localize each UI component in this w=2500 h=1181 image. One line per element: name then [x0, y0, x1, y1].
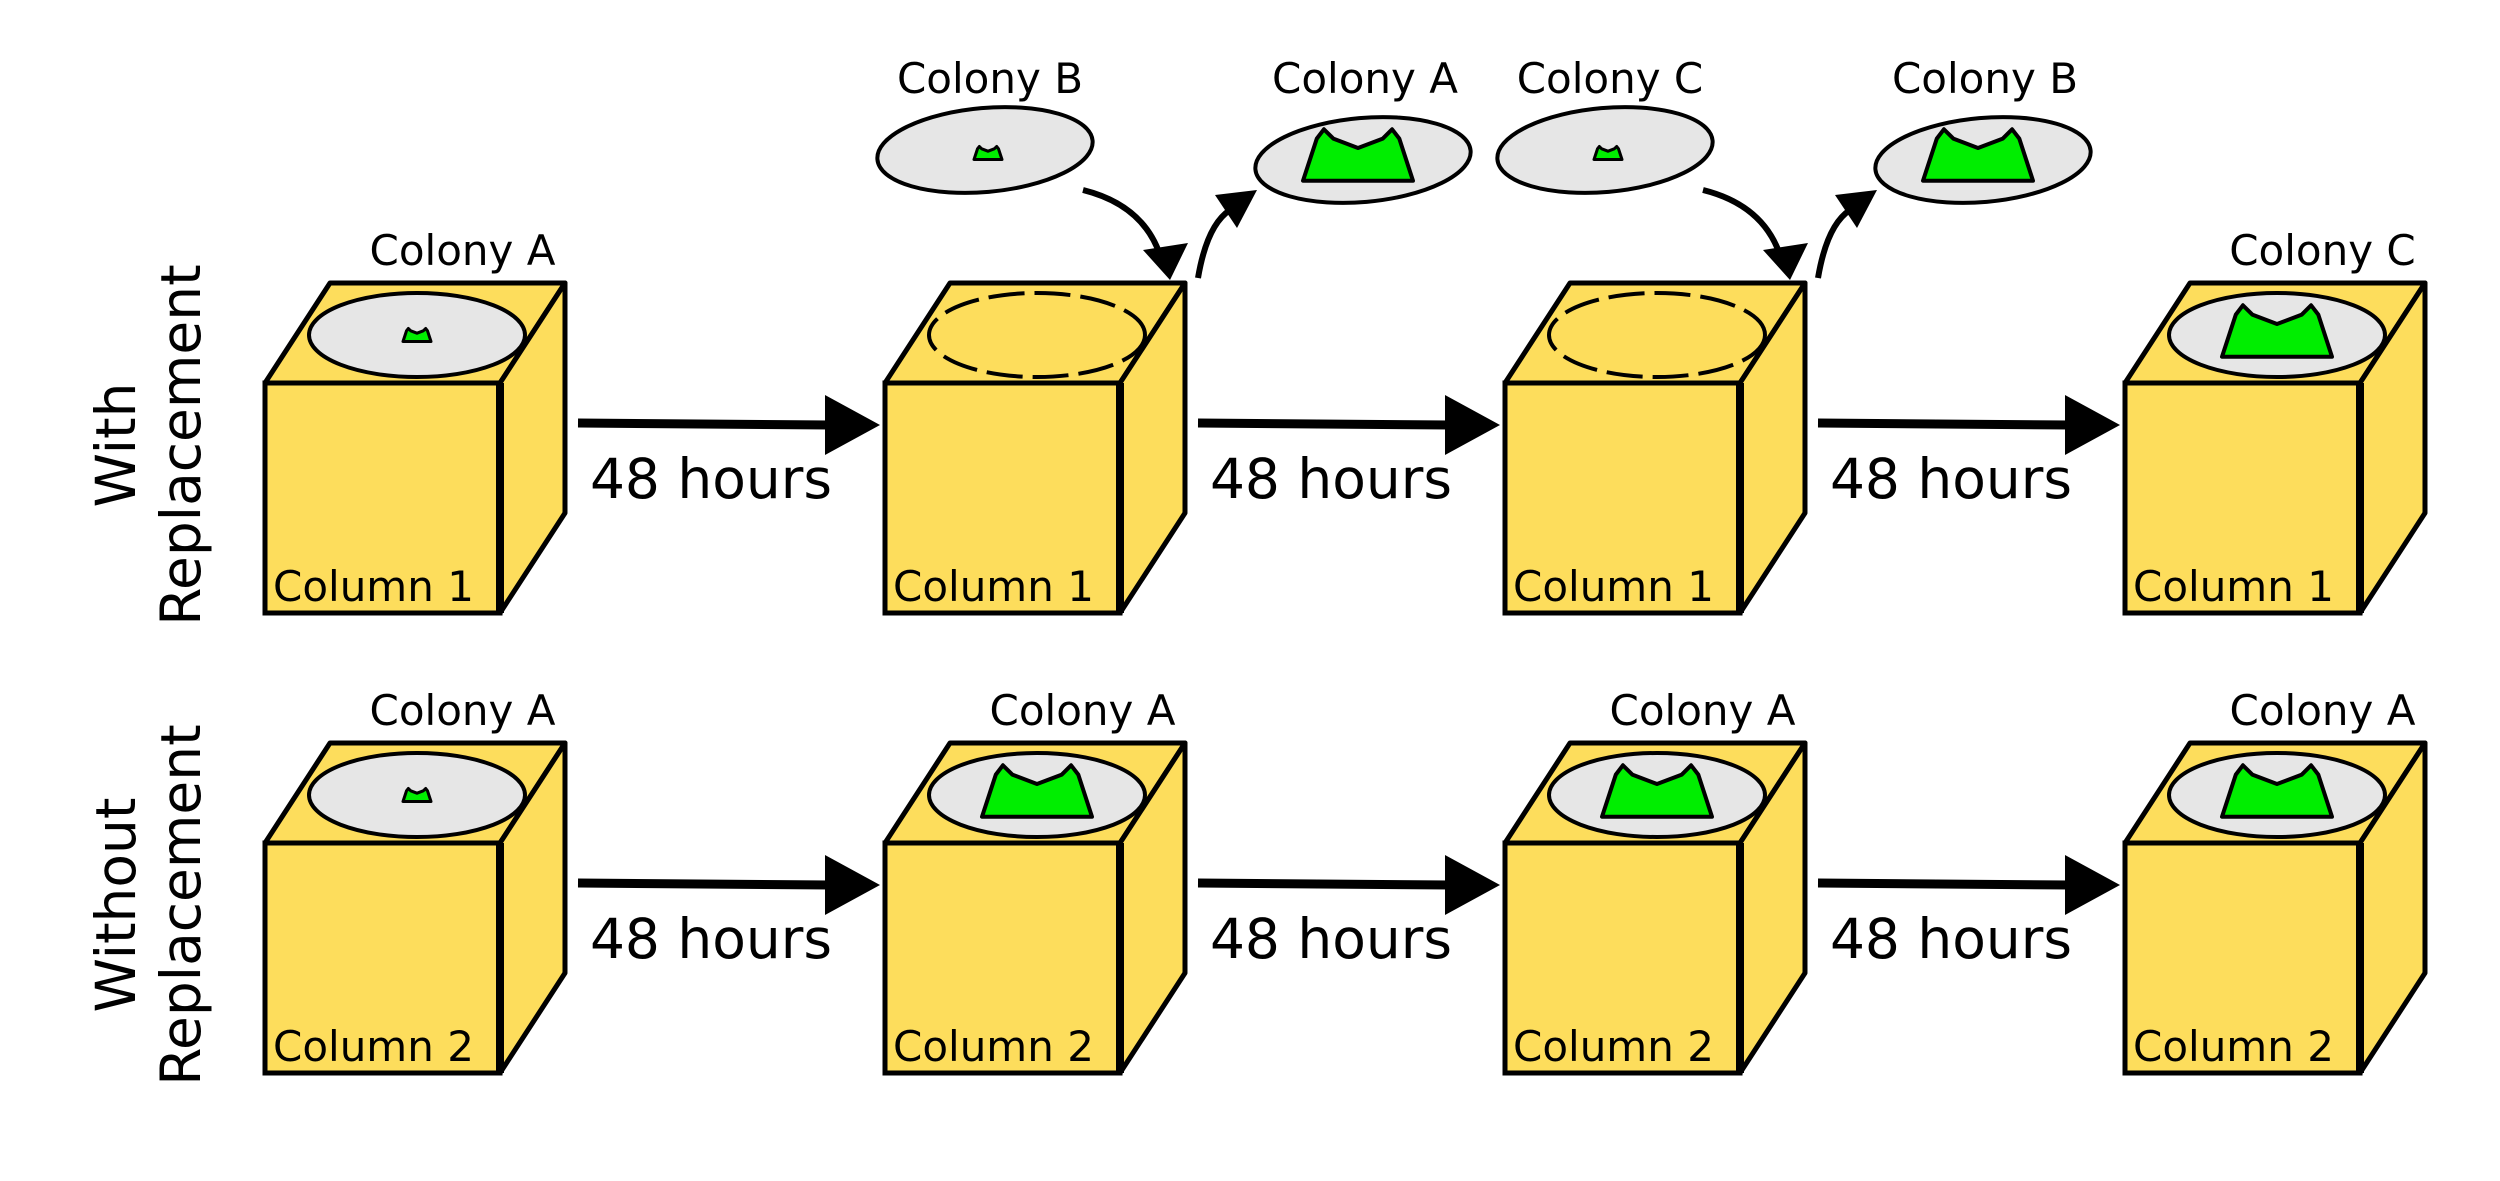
time-arrow: 48 hours	[577, 855, 880, 971]
cube: Colony A Column 2	[1502, 686, 1808, 1076]
arrow-shaft	[1817, 878, 2071, 890]
incoming-colony-label: Colony C	[1517, 54, 1704, 103]
arrow-in-head	[1763, 243, 1808, 280]
colony-label: Colony A	[370, 686, 556, 735]
arrows-layer: 48 hours 48 hours 48 hours 48 hours 48 hours…	[577, 395, 2120, 971]
column-label: Column 2	[1513, 1022, 1714, 1071]
arrow-out-head	[1835, 190, 1877, 228]
arrow-in-curve	[1082, 187, 1163, 256]
cube: Colony A Column 2	[262, 686, 568, 1076]
column-label: Column 1	[273, 562, 474, 611]
arrow-label: 48 hours	[590, 447, 832, 511]
colony-growth	[980, 763, 1094, 819]
time-arrow: 48 hours	[1817, 855, 2120, 971]
cube-front-face	[882, 380, 1123, 616]
arrow-label: 48 hours	[1830, 447, 2072, 511]
plate-swap: Colony C Colony B	[1495, 54, 2093, 280]
arrow-head	[825, 855, 880, 915]
arrow-out-curve	[1815, 207, 1852, 279]
colony-growth	[1921, 127, 2035, 183]
arrow-head	[1445, 855, 1500, 915]
arrow-shaft	[577, 878, 831, 890]
colony-growth	[1301, 127, 1415, 183]
cube-front-face	[2122, 380, 2363, 616]
cube-front-face	[2122, 840, 2363, 1076]
row-label-line1: With	[84, 383, 148, 508]
arrow-head	[2065, 855, 2120, 915]
arrow-out-curve	[1195, 207, 1232, 279]
arrow-label: 48 hours	[1830, 907, 2072, 971]
arrow-label: 48 hours	[590, 907, 832, 971]
colony-growth	[1600, 763, 1714, 819]
column-label: Column 2	[273, 1022, 474, 1071]
row-label-line2: Replacement	[149, 724, 213, 1085]
time-arrow: 48 hours	[577, 395, 880, 511]
arrow-in-curve	[1702, 187, 1783, 256]
row-label-line1: Without	[84, 798, 148, 1013]
column-label: Column 2	[893, 1022, 1094, 1071]
colony-growth	[401, 787, 433, 803]
arrow-head	[825, 395, 880, 455]
arrow-head	[2065, 395, 2120, 455]
row-label-line2: Replacement	[149, 264, 213, 625]
empty-plate-outline	[927, 291, 1147, 379]
time-arrow: 48 hours	[1817, 395, 2120, 511]
colony-label: Colony A	[370, 226, 556, 275]
colony-growth	[2220, 303, 2334, 359]
time-arrow: 48 hours	[1197, 395, 1500, 511]
colony-label: Colony A	[1610, 686, 1796, 735]
colony-label: Colony A	[990, 686, 1176, 735]
column-label: Column 2	[2133, 1022, 2334, 1071]
cube: Colony C Column 1	[2122, 226, 2428, 616]
incoming-colony-label: Colony B	[897, 54, 1083, 103]
cube: Column 1	[882, 280, 1188, 616]
cube-front-face	[262, 380, 503, 616]
colony-label: Colony A	[2230, 686, 2416, 735]
colony-growth	[972, 145, 1004, 161]
arrow-shaft	[1197, 418, 1451, 430]
outgoing-colony-label: Colony B	[1892, 54, 2078, 103]
arrow-shaft	[1817, 418, 2071, 430]
cube: Colony A Column 2	[2122, 686, 2428, 1076]
colony-label: Colony C	[2229, 226, 2416, 275]
colony-growth	[2220, 763, 2334, 819]
plate-swap: Colony B Colony A	[875, 54, 1473, 280]
cube: Colony A Column 1	[262, 226, 568, 616]
arrow-shaft	[1197, 878, 1451, 890]
colony-growth	[401, 327, 433, 343]
cube-front-face	[1502, 840, 1743, 1076]
outgoing-colony-label: Colony A	[1272, 54, 1458, 103]
cube-front-face	[882, 840, 1123, 1076]
arrow-label: 48 hours	[1210, 907, 1452, 971]
arrow-shaft	[577, 418, 831, 430]
row-label-without-replacement: Without Replacement	[84, 724, 213, 1085]
arrow-out-head	[1215, 190, 1257, 228]
cube: Column 1	[1502, 280, 1808, 616]
swaps-layer: Colony B Colony A Colony C Colony B	[875, 54, 2093, 280]
arrow-in-head	[1143, 243, 1188, 280]
column-label: Column 1	[2133, 562, 2334, 611]
colony-growth	[1592, 145, 1624, 161]
cube-front-face	[1502, 380, 1743, 616]
arrow-label: 48 hours	[1210, 447, 1452, 511]
column-label: Column 1	[893, 562, 1094, 611]
row-label-with-replacement: With Replacement	[84, 264, 213, 625]
arrow-head	[1445, 395, 1500, 455]
empty-plate-outline	[1547, 291, 1767, 379]
cube: Colony A Column 2	[882, 686, 1188, 1076]
column-label: Column 1	[1513, 562, 1714, 611]
time-arrow: 48 hours	[1197, 855, 1500, 971]
